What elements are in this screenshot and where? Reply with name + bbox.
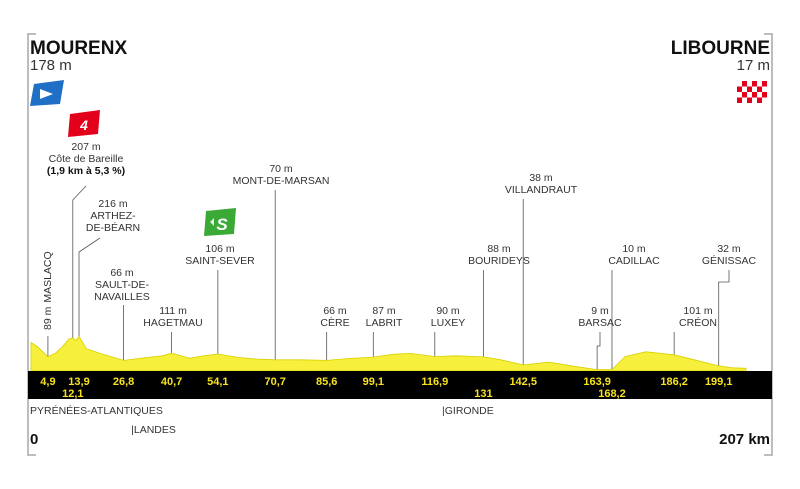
km-label: 40,7: [161, 376, 182, 388]
leader-lines: [47, 185, 730, 371]
climb-category: 4: [79, 117, 88, 133]
waypoint-name: BOURIDEYS: [468, 255, 530, 267]
leader-line: [72, 185, 87, 371]
climb-note: (1,9 km à 5,3 %): [47, 165, 125, 177]
waypoint-name: SAULT-DE-NAVAILLES: [94, 279, 150, 303]
leader-line: [78, 237, 101, 371]
waypoint-name: LABRIT: [366, 317, 403, 329]
finish-flag-icon: [737, 81, 767, 103]
waypoint-name: CRÉON: [679, 316, 717, 329]
finish-altitude: 17 m: [737, 57, 770, 74]
start-town: MOURENX: [30, 38, 127, 59]
km-label: 116,9: [421, 376, 448, 388]
leader-line: [718, 270, 730, 371]
waypoint-altitude: 207 m: [71, 141, 100, 153]
waypoint-altitude: 88 m: [487, 243, 511, 255]
waypoint-name: MONT-DE-MARSAN: [233, 175, 330, 187]
waypoint-name: HAGETMAU: [143, 317, 203, 329]
km-label: 99,1: [363, 376, 384, 388]
km-label: 13,9: [68, 376, 89, 388]
km-label: 70,7: [264, 376, 285, 388]
waypoint-label: 89 m MASLACQ: [42, 251, 54, 330]
waypoint-altitude: 66 m: [323, 305, 347, 317]
waypoint-name: LUXEY: [431, 317, 465, 329]
department-label: |LANDES: [131, 424, 176, 436]
km-label: 4,9: [40, 376, 55, 388]
km-label: 54,1: [207, 376, 228, 388]
elevation-profile: [30, 335, 747, 372]
department-label: |GIRONDE: [442, 405, 494, 417]
waypoint-altitude: 38 m: [529, 172, 553, 184]
km-label: 85,6: [316, 376, 337, 388]
waypoint-name: SAINT-SEVER: [185, 255, 255, 267]
waypoint-name: ARTHEZ-DE-BÉARN: [86, 210, 140, 234]
km-label: 26,8: [113, 376, 134, 388]
waypoint-name: VILLANDRAUT: [505, 184, 578, 196]
waypoint-altitude: 90 m: [436, 305, 460, 317]
waypoint-altitude: 9 m: [591, 305, 609, 317]
start-flag-icon: [30, 80, 64, 106]
waypoint-name: CADILLAC: [608, 255, 660, 267]
waypoint-altitude: 216 m: [98, 198, 127, 210]
leader-line: [596, 332, 601, 371]
department-label: PYRÉNÉES-ATLANTIQUES: [30, 404, 163, 417]
waypoint-name: MASLACQ: [42, 251, 54, 302]
start-altitude: 178 m: [30, 57, 72, 74]
km-label: 163,9: [583, 376, 611, 388]
waypoint-altitude: 89 m: [42, 306, 54, 330]
climb-category-badge-icon: 4: [68, 110, 100, 137]
waypoint-altitude: 101 m: [683, 305, 712, 317]
waypoint-altitude: 32 m: [717, 243, 741, 255]
km-labels: 4,9 12,113,9 26,8 40,7 54,1 70,7 85,6 99,1 116,9…: [40, 376, 732, 400]
km-label: 168,2: [598, 388, 626, 400]
waypoint-altitude: 10 m: [622, 243, 646, 255]
frame: [27, 33, 773, 456]
waypoint-name: CÈRE: [320, 316, 349, 329]
finish-distance: 207 km: [719, 431, 770, 448]
department-labels: PYRÉNÉES-ATLANTIQUES |LANDES |GIRONDE: [30, 404, 494, 436]
waypoint-altitude: 87 m: [372, 305, 396, 317]
waypoint-altitude: 106 m: [205, 243, 234, 255]
km-label: 199,1: [705, 376, 733, 388]
finish-town: LIBOURNE: [671, 38, 770, 59]
waypoint-altitude: 111 m: [159, 305, 187, 317]
km-label: 142,5: [509, 376, 537, 388]
start-distance: 0: [30, 431, 38, 448]
sprint-badge-icon: S: [204, 208, 236, 236]
waypoint-altitude: 66 m: [110, 267, 134, 279]
waypoint-name: GÉNISSAC: [702, 254, 757, 267]
sprint-label: S: [216, 215, 228, 234]
km-label: 186,2: [660, 376, 688, 388]
waypoint-altitude: 70 m: [269, 163, 293, 175]
km-label: 131: [474, 388, 492, 400]
waypoint-name: Côte de Bareille: [49, 153, 124, 165]
distance-band: [28, 371, 772, 399]
waypoint-name: BARSAC: [578, 317, 622, 329]
km-label: 12,1: [62, 388, 83, 400]
